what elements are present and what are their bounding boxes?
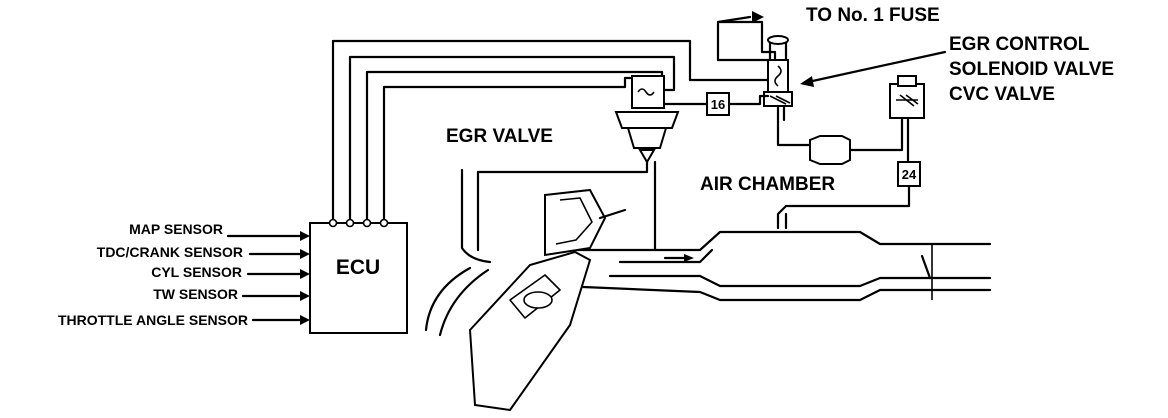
sensor-label-tw: TW SENSOR (153, 286, 238, 302)
engine-cylinder (468, 188, 627, 412)
air-chamber: AIR CHAMBER (700, 135, 851, 195)
ecu-box (309, 222, 408, 334)
egr-valve: EGR VALVE (446, 75, 680, 252)
connector-16-label: 16 (711, 97, 725, 112)
air-chamber-label: AIR CHAMBER (700, 174, 835, 195)
egr-control-solenoid-valve (763, 35, 812, 147)
ecu-block: ECU (309, 218, 408, 334)
ecu-wiring (331, 11, 777, 221)
connector-24: 24 (776, 161, 921, 230)
connector-24-label: 24 (902, 167, 917, 182)
sensor-label-map: MAP SENSOR (129, 221, 223, 237)
fuse-label: TO No. 1 FUSE (806, 5, 940, 26)
sensor-label-tdc-crank: TDC/CRANK SENSOR (97, 244, 243, 260)
cvc-valve-label: CVC VALVE (949, 84, 1055, 105)
egr-control-label-line1: EGR CONTROL (949, 34, 1090, 55)
sensor-label-cyl: CYL SENSOR (151, 264, 242, 280)
ecu-label: ECU (336, 256, 380, 279)
egr-control-label-line2: SOLENOID VALVE (949, 59, 1114, 80)
cvc-valve (848, 75, 925, 164)
intake-pipes (424, 168, 992, 337)
sensor-arrows (226, 231, 310, 325)
egr-control-pointer (800, 50, 947, 87)
sensor-label-throttle: THROTTLE ANGLE SENSOR (58, 312, 248, 328)
sensor-inputs: MAP SENSOR TDC/CRANK SENSOR CYL SENSOR T… (58, 221, 310, 328)
egr-valve-label: EGR VALVE (446, 126, 553, 147)
connector-16: 16 (662, 92, 770, 116)
